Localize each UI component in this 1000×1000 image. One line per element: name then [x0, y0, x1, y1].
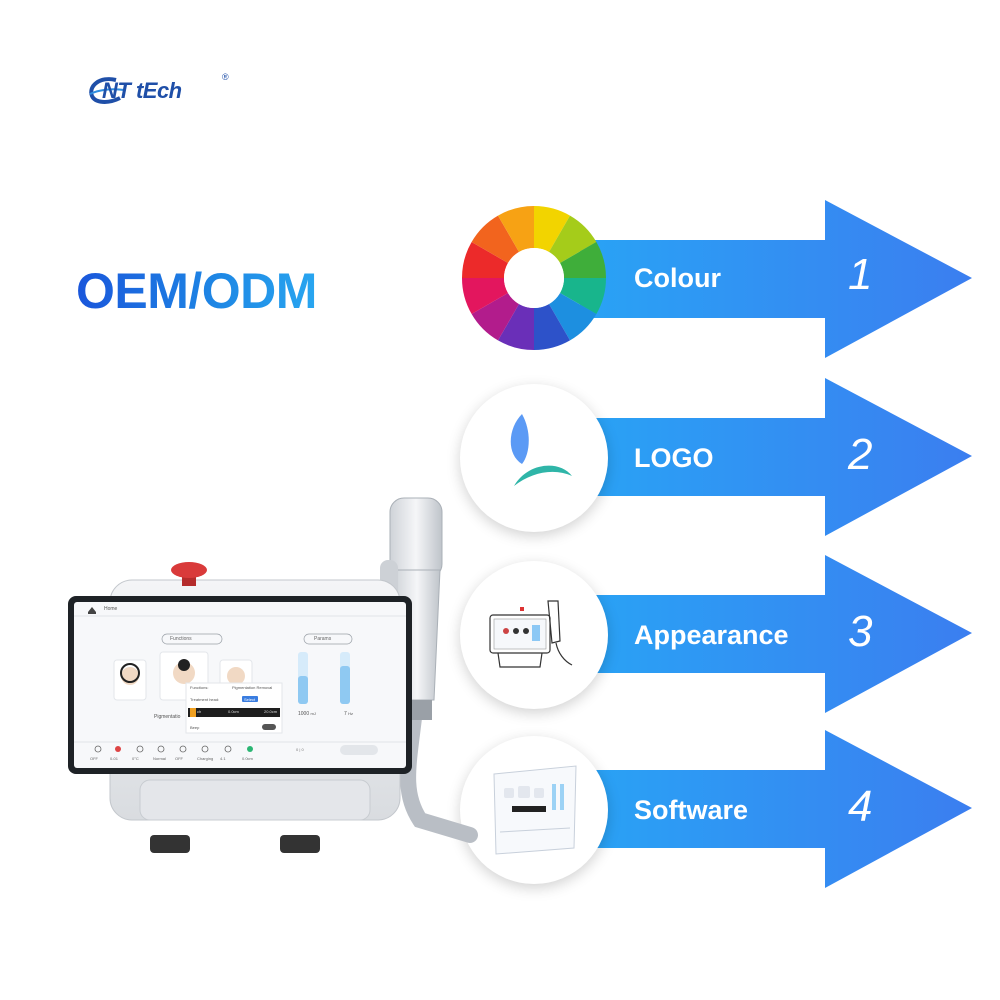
home-icon [88, 607, 96, 614]
option-label: Software [634, 795, 749, 825]
status-item: 0.0cm [242, 756, 253, 761]
device-illustration: Home Functions Params Pigmentatio Functi… [60, 490, 480, 870]
color-wheel-icon [460, 204, 608, 352]
option-number: 2 [848, 430, 873, 479]
logo-mark-icon [460, 384, 608, 532]
counter-value: 0 | 0 [296, 747, 304, 752]
status-item: Charging [197, 756, 214, 761]
status-item: 0-01 [110, 756, 119, 761]
status-item: 4.1 [220, 756, 226, 761]
status-row: OFF 0-01 0°C Normal OFF Charging 4.1 0.0cm [90, 756, 270, 762]
arrow-shape [580, 200, 972, 358]
popup-functions-key: Functions: [190, 685, 209, 690]
popup-range-right: 20.0cm [264, 709, 278, 714]
option-software: Software 4 [460, 730, 975, 890]
brand-registered: ® [222, 72, 229, 82]
brand-swoosh-icon [89, 77, 125, 104]
arrow-shape [580, 730, 972, 888]
brand-name: NT tEch [102, 78, 182, 103]
screen-nav-title: Home [104, 606, 118, 612]
device-sketch-icon [460, 561, 608, 709]
screen-functions-label: Functions [170, 636, 192, 642]
status-item: 0°C [132, 756, 139, 761]
arrow-shape [580, 555, 972, 713]
frequency-value: 7 Hz [344, 711, 354, 717]
arrow-shape [580, 378, 972, 536]
option-colour: Colour 1 [460, 200, 975, 360]
status-item: OFF [175, 756, 183, 761]
option-number: 1 [848, 250, 873, 299]
option-label: Colour [634, 263, 721, 293]
option-number: 4 [848, 782, 873, 831]
option-label: LOGO [634, 443, 714, 473]
screen-params-label: Params [314, 636, 332, 642]
option-appearance: Appearance 3 [460, 555, 975, 715]
popup-head-key: Treatment head: [190, 697, 220, 702]
device-body [68, 497, 478, 853]
popup-head-button[interactable]: Select [244, 697, 256, 702]
popup-range-mid: 0.0cm [228, 709, 239, 714]
option-label: Appearance [634, 620, 789, 650]
option-number: 3 [848, 607, 873, 656]
page-headline: OEM/ODM [76, 263, 317, 319]
status-item: Normal [153, 756, 166, 761]
brand-logo: NT tEch ® [86, 72, 246, 108]
status-item: OFF [90, 756, 98, 761]
energy-value: 1000 mJ [298, 711, 316, 717]
option-logo: LOGO 2 [460, 378, 975, 538]
popup-range-left: ch [197, 709, 202, 714]
popup-functions-value: Pigmentation Removal [232, 685, 273, 690]
software-screen-icon [460, 736, 608, 884]
screen-item-label: Pigmentatio [154, 714, 181, 720]
popup-beep-key: Beep [190, 725, 200, 730]
